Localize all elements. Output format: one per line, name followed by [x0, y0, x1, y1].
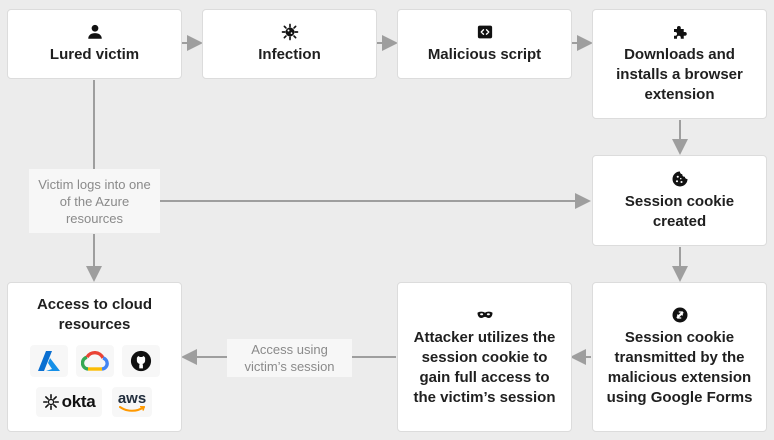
edge-label-azure-login: Victim logs into one of the Azure resour…: [29, 169, 160, 233]
github-logo: [122, 345, 160, 377]
person-icon: [87, 24, 102, 39]
edge-label-access-using: Access using victim’s session: [227, 339, 352, 377]
okta-logo: okta: [36, 387, 102, 417]
edge-label-text: Access using victim’s session: [244, 342, 335, 374]
azure-logo: [30, 345, 68, 377]
node-session-cookie-created: Session cookie created: [592, 155, 767, 246]
virus-icon: [281, 23, 298, 41]
google-cloud-logo: [76, 345, 114, 377]
aws-wordmark: aws: [117, 389, 147, 407]
node-attacker-utilizes: Attacker utilizes the session cookie to …: [397, 282, 572, 432]
aws-logo: aws: [112, 387, 152, 417]
node-label: Lured victim: [49, 46, 140, 63]
node-label: Malicious script: [427, 46, 542, 63]
node-downloads-extension: Downloads and installs a browser extensi…: [592, 9, 767, 119]
code-icon: [477, 25, 492, 39]
node-cookie-transmitted: Session cookie transmitted by the malici…: [592, 282, 767, 432]
transfer-icon: [672, 307, 687, 323]
node-infection: Infection: [202, 9, 377, 79]
node-label: Session cookie transmitted by the malici…: [606, 329, 753, 406]
node-label: Session cookie created: [624, 192, 735, 230]
mask-icon: [477, 311, 492, 318]
cookie-icon: [672, 171, 687, 186]
node-label: Access to cloud resources: [36, 296, 153, 333]
node-lured-victim: Lured victim: [7, 9, 182, 79]
okta-wordmark: okta: [61, 392, 96, 411]
edge-label-text: Victim logs into one of the Azure resour…: [38, 176, 151, 226]
puzzle-icon: [673, 26, 687, 39]
node-label: Infection: [258, 46, 321, 63]
node-label: Downloads and installs a browser extensi…: [616, 46, 743, 103]
aws-smile: [119, 405, 145, 412]
node-malicious-script: Malicious script: [397, 9, 572, 79]
node-label: Attacker utilizes the session cookie to …: [413, 329, 556, 406]
